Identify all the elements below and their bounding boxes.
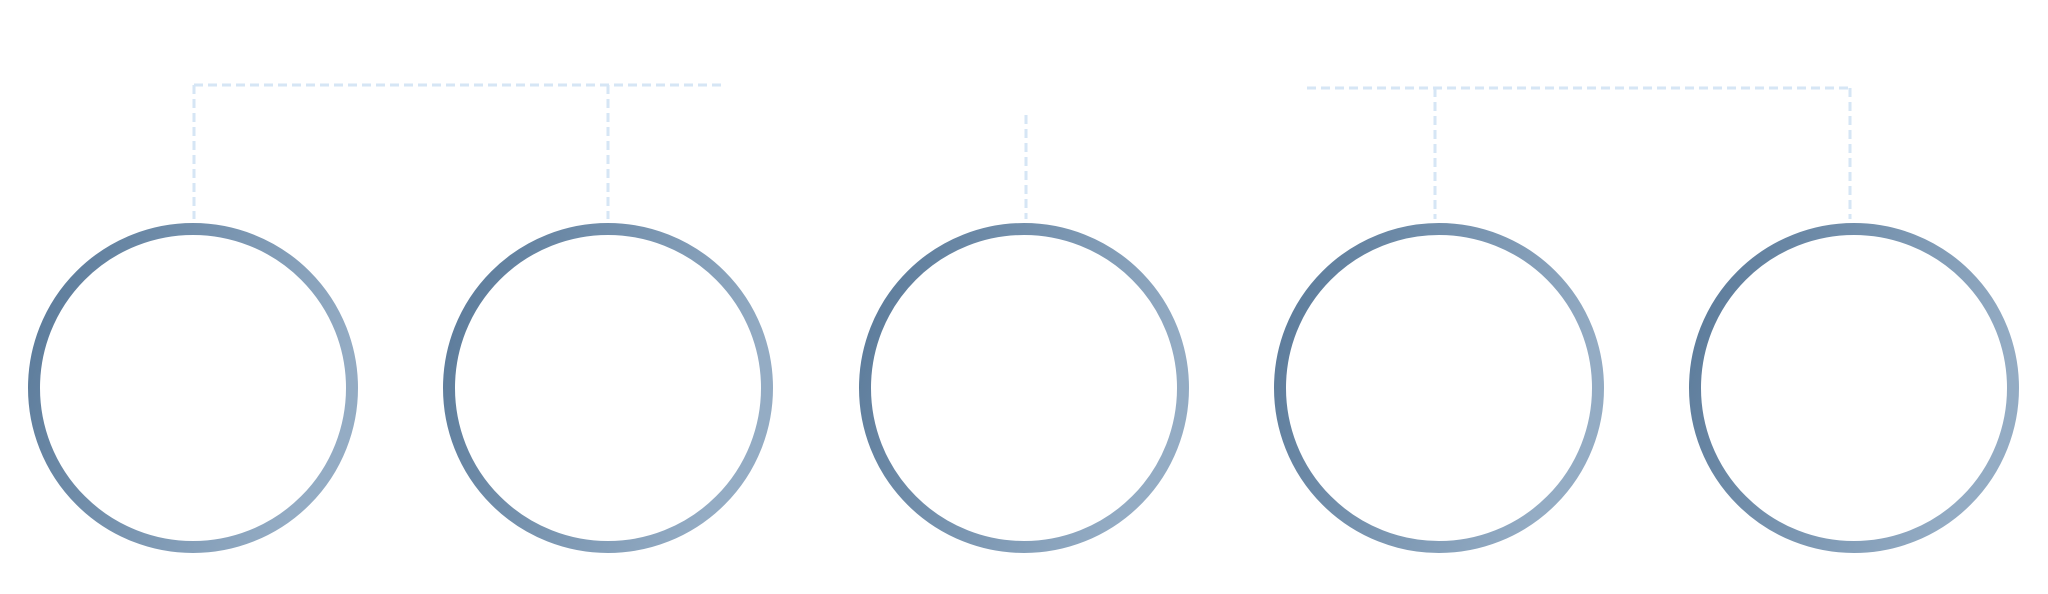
node-1-ring	[28, 223, 358, 553]
node-4-ring	[1274, 223, 1604, 553]
node-rings	[28, 223, 2019, 553]
connector-group-right	[1307, 86, 1852, 219]
connector-lines	[192, 83, 1852, 219]
node-3-ring	[859, 223, 1189, 553]
node-5-ring	[1689, 223, 2019, 553]
node-2-ring	[443, 223, 773, 553]
connector-group-left	[192, 83, 723, 219]
